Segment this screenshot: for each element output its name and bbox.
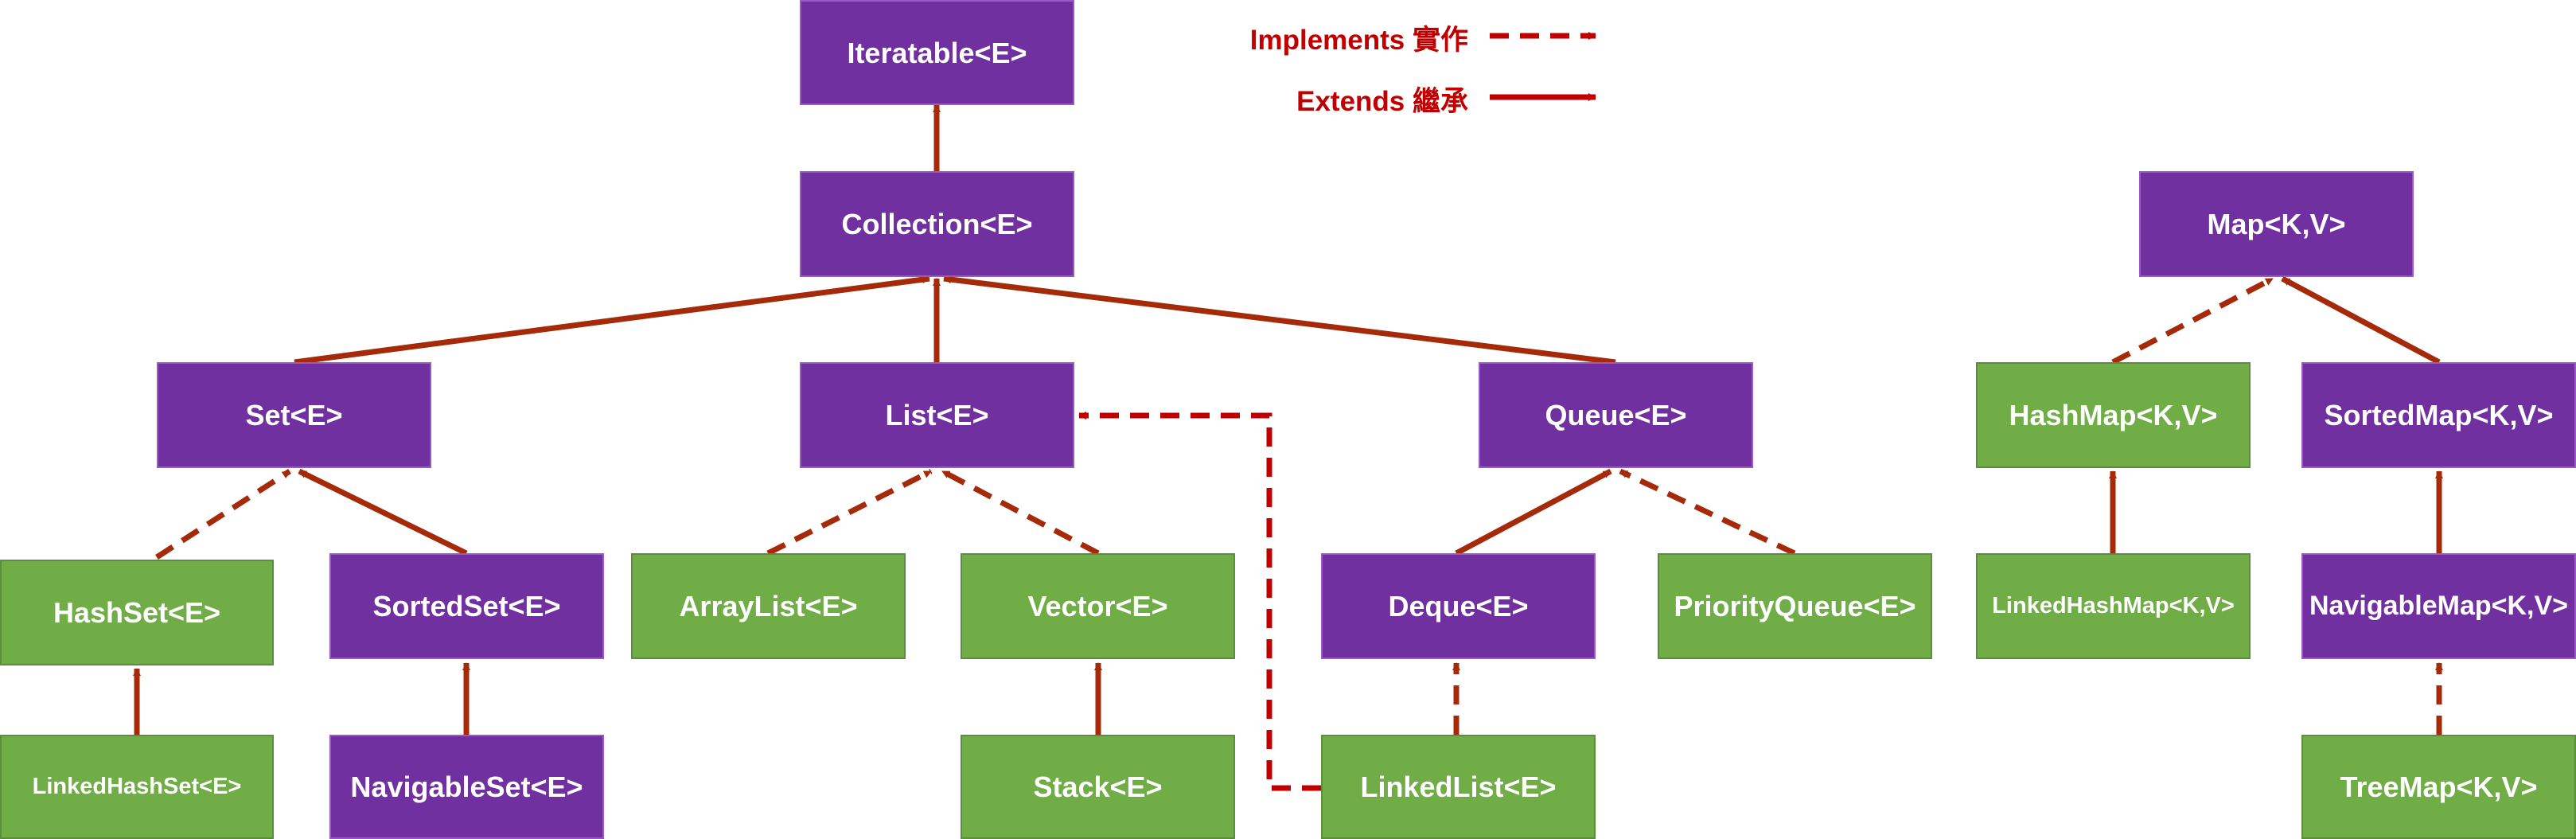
node-navigablemap[interactable]: NavigableMap<K,V> [2301, 553, 2576, 659]
node-sortedset[interactable]: SortedSet<E> [329, 553, 604, 659]
legend-extends-label: Extends 繼承 [1296, 86, 1468, 117]
node-sortedmap[interactable]: SortedMap<K,V> [2301, 362, 2576, 468]
node-set[interactable]: Set<E> [157, 362, 431, 468]
node-navigableset[interactable]: NavigableSet<E> [329, 735, 604, 839]
edge-arraylist-implements-list [766, 468, 933, 556]
node-deque[interactable]: Deque<E> [1321, 553, 1596, 659]
node-stack[interactable]: Stack<E> [961, 735, 1235, 839]
legend-implements-label: Implements 實作 [1249, 25, 1468, 56]
node-linkedlist[interactable]: LinkedList<E> [1321, 735, 1596, 839]
node-vector[interactable]: Vector<E> [961, 553, 1235, 659]
node-linkedhashset[interactable]: LinkedHashSet<E> [0, 735, 274, 839]
node-hashmap[interactable]: HashMap<K,V> [1976, 362, 2251, 468]
node-hashset[interactable]: HashSet<E> [0, 560, 274, 665]
node-priorityqueue[interactable]: PriorityQueue<E> [1658, 553, 1932, 659]
edge-deque-extends-queue [1455, 468, 1612, 556]
edge-sortedmap-extends-map [2281, 275, 2441, 365]
edge-linkedlist-implements-list [1078, 412, 1321, 791]
node-queue[interactable]: Queue<E> [1479, 362, 1753, 468]
node-treemap[interactable]: TreeMap<K,V> [2301, 735, 2576, 839]
edge-priorityqueue-implements-queue [1619, 468, 1796, 556]
node-collection[interactable]: Collection<E> [800, 171, 1074, 277]
edge-hashmap-implements-map [2111, 275, 2274, 365]
edge-hashset-implements-set [155, 469, 291, 560]
node-map[interactable]: Map<K,V> [2139, 171, 2414, 277]
edge-sortedset-extends-set [298, 468, 468, 556]
node-arraylist[interactable]: ArrayList<E> [631, 553, 906, 659]
node-list[interactable]: List<E> [800, 362, 1074, 468]
node-linkedhashmap[interactable]: LinkedHashMap<K,V> [1976, 553, 2251, 659]
edge-set-extends-collection [294, 275, 930, 365]
edge-vector-implements-list [941, 468, 1100, 556]
node-iterable[interactable]: Iteratable<E> [800, 0, 1074, 105]
edge-queue-extends-collection [943, 275, 1616, 365]
